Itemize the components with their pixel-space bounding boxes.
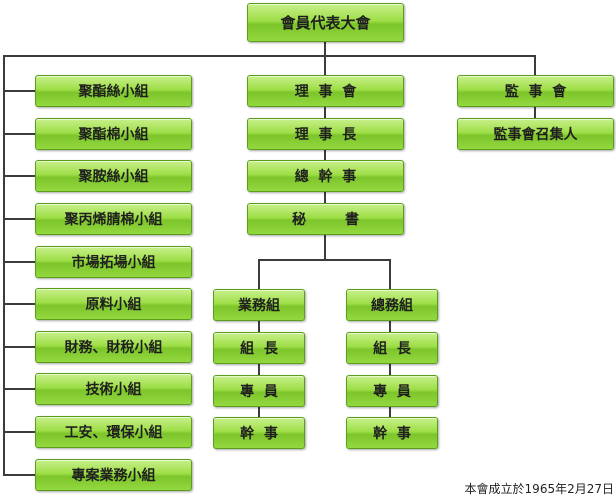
connector-line [258, 259, 260, 289]
executive-box: 總 幹 事 [247, 160, 404, 192]
connector-line [3, 261, 36, 263]
chairman-box: 理 事 長 [247, 118, 404, 150]
business-dept-box: 幹 事 [213, 417, 305, 449]
committee-box: 聚胺絲小組 [35, 160, 192, 192]
committee-box: 聚酯絲小組 [35, 75, 192, 107]
connector-line [389, 321, 391, 333]
business-dept-box: 組 長 [213, 332, 305, 364]
connector-line [3, 388, 36, 390]
connector-line [3, 55, 535, 57]
connector-line [389, 406, 391, 418]
business-dept-box: 業務組 [213, 289, 305, 321]
committee-box: 市場拓場小組 [35, 246, 192, 278]
connector-line [3, 346, 36, 348]
connector-line [258, 364, 260, 376]
assembly-box: 會員代表大會 [247, 3, 404, 42]
connector-line [324, 148, 326, 162]
connector-line [324, 190, 326, 204]
connector-line [3, 133, 36, 135]
connector-line [534, 106, 536, 120]
secretary-box: 秘 書 [247, 203, 404, 235]
connector-line [258, 406, 260, 418]
committee-box: 聚酯棉小組 [35, 118, 192, 150]
committee-box: 聚丙烯腈棉小組 [35, 203, 192, 235]
business-dept-box: 專 員 [213, 375, 305, 407]
connector-line [258, 259, 390, 261]
committee-box: 原料小組 [35, 288, 192, 320]
directors-box: 理 事 會 [247, 75, 404, 107]
general-dept-box: 組 長 [346, 332, 438, 364]
connector-line [389, 364, 391, 376]
connector-line [3, 474, 36, 476]
committee-box: 專案業務小組 [35, 459, 192, 491]
connector-line [3, 218, 36, 220]
convener-box: 監事會召集人 [457, 118, 614, 150]
connector-line [3, 55, 5, 476]
general-dept-box: 幹 事 [346, 417, 438, 449]
connector-line [324, 42, 326, 56]
committee-box: 財務、財稅小組 [35, 331, 192, 363]
connector-line [324, 55, 326, 75]
connector-line [3, 175, 36, 177]
committee-box: 工安、環保小組 [35, 416, 192, 448]
connector-line [258, 321, 260, 333]
supervisors-box: 監 事 會 [457, 75, 614, 107]
connector-line [324, 106, 326, 120]
connector-line [534, 55, 536, 75]
general-dept-box: 專 員 [346, 375, 438, 407]
connector-line [389, 259, 391, 289]
general-dept-box: 總務組 [346, 289, 438, 321]
connector-line [3, 90, 36, 92]
founding-note: 本會成立於1965年2月27日 [464, 482, 614, 496]
committee-box: 技術小組 [35, 373, 192, 405]
connector-line [324, 234, 326, 260]
connector-line [3, 431, 36, 433]
connector-line [3, 303, 36, 305]
